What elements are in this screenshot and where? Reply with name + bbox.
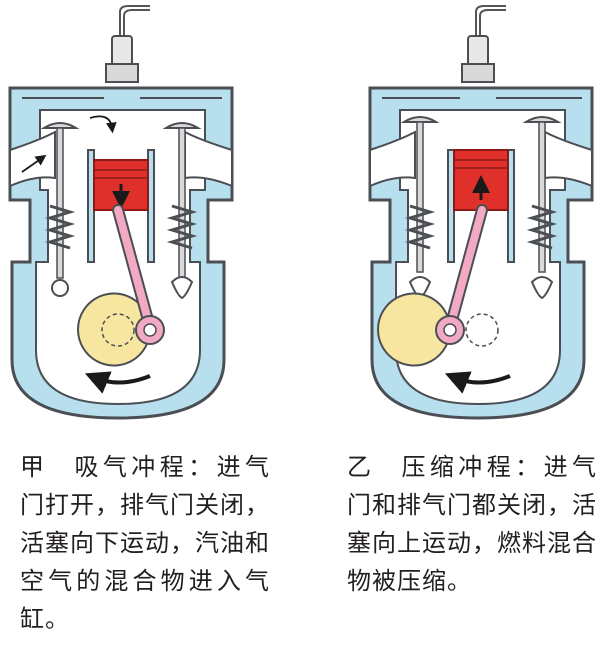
crank-disk bbox=[377, 292, 451, 367]
engine-cylinder-illustration bbox=[8, 5, 234, 420]
intake-port bbox=[369, 130, 416, 188]
intake-port bbox=[9, 130, 56, 188]
engine-cylinder-illustration bbox=[368, 5, 594, 420]
spark-plug-wire bbox=[475, 5, 506, 40]
caption-label: 甲 bbox=[20, 453, 49, 481]
intake-valve-closed bbox=[400, 116, 440, 300]
crank-rotation-arrow bbox=[84, 371, 151, 394]
exhaust-cam bbox=[530, 276, 554, 300]
exhaust-cam bbox=[170, 276, 194, 300]
caption-label: 乙 bbox=[347, 453, 376, 481]
intake-cam bbox=[51, 279, 69, 297]
intake-valve-open bbox=[40, 122, 80, 297]
compression-stroke-diagram bbox=[360, 0, 602, 432]
spark-plug bbox=[467, 35, 489, 67]
connecting-rod bbox=[114, 206, 152, 324]
exhaust-valve-closed bbox=[162, 122, 202, 300]
caption-title: 吸气冲程： bbox=[74, 453, 217, 481]
spark-plug-wire bbox=[119, 5, 150, 40]
intake-stroke-diagram bbox=[0, 0, 270, 432]
intake-flow-arrow bbox=[21, 154, 47, 173]
spark-plug bbox=[111, 35, 133, 67]
crank-disk bbox=[77, 292, 151, 367]
caption-text: 进气门和排气门都关闭，活塞向上运动，燃料混合物被压缩。 bbox=[347, 453, 598, 595]
exhaust-valve-spring bbox=[166, 204, 198, 250]
compression-stroke-caption: 乙压缩冲程：进气门和排气门都关闭，活塞向上运动，燃料混合物被压缩。 bbox=[347, 448, 597, 600]
intake-valve-spring bbox=[404, 204, 436, 250]
exhaust-valve-spring bbox=[526, 204, 558, 250]
caption-title: 压缩冲程： bbox=[401, 453, 544, 481]
intake-valve-spring bbox=[44, 204, 76, 250]
connecting-rod bbox=[448, 206, 486, 324]
crank-rotation-arrow bbox=[444, 371, 511, 394]
caption-text: 进气门打开，排气门关闭，活塞向下运动，汽油和空气的混合物进入气缸。 bbox=[20, 453, 271, 633]
intake-stroke-caption: 甲吸气冲程：进气门打开，排气门关闭，活塞向下运动，汽油和空气的混合物进入气缸。 bbox=[20, 448, 270, 638]
exhaust-valve-closed bbox=[522, 116, 562, 300]
piston bbox=[453, 149, 509, 211]
